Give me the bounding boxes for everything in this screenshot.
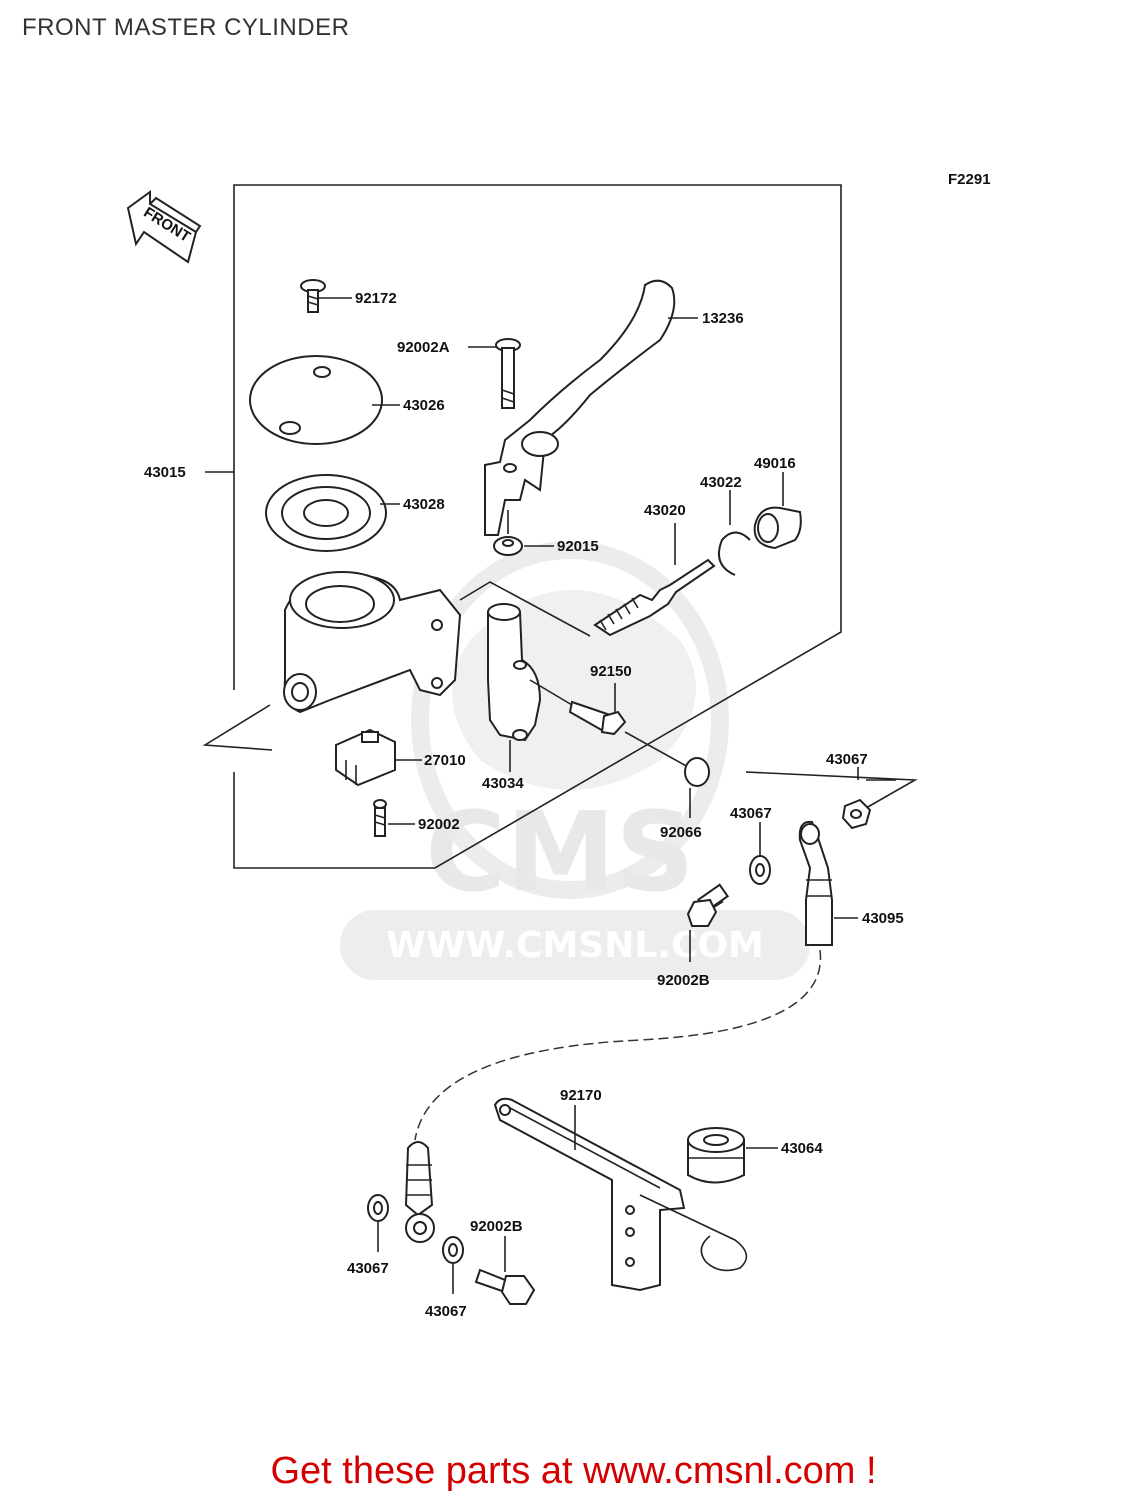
label-43095: 43095 bbox=[862, 910, 904, 927]
page-title: FRONT MASTER CYLINDER bbox=[22, 14, 350, 41]
boot-49016 bbox=[753, 472, 802, 550]
brake-hose-43095 bbox=[414, 820, 858, 1141]
circlip-43022 bbox=[718, 490, 751, 576]
reservoir-cap-43026 bbox=[249, 355, 400, 445]
label-92066: 92066 bbox=[660, 824, 702, 841]
screw-92172 bbox=[300, 279, 352, 313]
piston-43020 bbox=[593, 523, 716, 637]
washer-43067-c bbox=[367, 1194, 389, 1252]
washer-43067-b bbox=[749, 822, 771, 885]
label-92002: 92002 bbox=[418, 816, 460, 833]
banjo-bolt-92002B-lower bbox=[474, 1236, 536, 1305]
label-92170: 92170 bbox=[560, 1087, 602, 1104]
clamp-92170 bbox=[493, 1097, 748, 1292]
assembly-outline bbox=[202, 184, 842, 869]
label-27010: 27010 bbox=[424, 752, 466, 769]
cmsnl-watermark: CMS WWW.CMSNL.COM bbox=[340, 541, 810, 980]
figure-code: F2291 bbox=[948, 171, 991, 188]
label-43028: 43028 bbox=[403, 496, 445, 513]
washer-43067-a bbox=[745, 767, 918, 830]
label-49016: 49016 bbox=[754, 455, 796, 472]
hose-lower-end bbox=[404, 1141, 435, 1243]
label-43022: 43022 bbox=[700, 474, 742, 491]
label-43026: 43026 bbox=[403, 397, 445, 414]
label-92150: 92150 bbox=[590, 663, 632, 680]
diaphragm-43028 bbox=[265, 474, 400, 552]
label-43015: 43015 bbox=[144, 464, 186, 481]
label-43067-a: 43067 bbox=[826, 751, 868, 768]
label-92002B-a: 92002B bbox=[657, 972, 710, 989]
bolt-92150 bbox=[529, 679, 691, 769]
watermark-url: WWW.CMSNL.COM bbox=[386, 925, 764, 966]
front-arrow-icon: FRONT bbox=[126, 190, 202, 264]
washer-43067-d bbox=[442, 1236, 464, 1294]
label-92172: 92172 bbox=[355, 290, 397, 307]
grommet-43064 bbox=[687, 1127, 778, 1184]
label-43067-c: 43067 bbox=[347, 1260, 389, 1277]
watermark-logo: CMS bbox=[425, 788, 694, 916]
label-92002B-b: 92002B bbox=[470, 1218, 523, 1235]
label-43067-d: 43067 bbox=[425, 1303, 467, 1320]
label-43067-b: 43067 bbox=[730, 805, 772, 822]
label-43064: 43064 bbox=[781, 1140, 823, 1157]
label-92015: 92015 bbox=[557, 538, 599, 555]
brake-lever-13236 bbox=[484, 279, 698, 536]
o-ring-92066 bbox=[684, 757, 710, 818]
promo-footer[interactable]: Get these parts at www.cmsnl.com ! bbox=[270, 1450, 877, 1492]
switch-27010 bbox=[335, 728, 422, 787]
label-92002A: 92002A bbox=[397, 339, 450, 356]
label-43034: 43034 bbox=[482, 775, 524, 792]
pivot-bolt-92002A bbox=[468, 338, 521, 409]
master-cylinder-body bbox=[283, 571, 591, 714]
label-13236: 13236 bbox=[702, 310, 744, 327]
label-43020: 43020 bbox=[644, 502, 686, 519]
nut-92015 bbox=[493, 510, 554, 556]
banjo-bolt-92002B bbox=[686, 883, 730, 962]
screw-92002 bbox=[373, 799, 415, 837]
holder-43034 bbox=[487, 603, 542, 772]
